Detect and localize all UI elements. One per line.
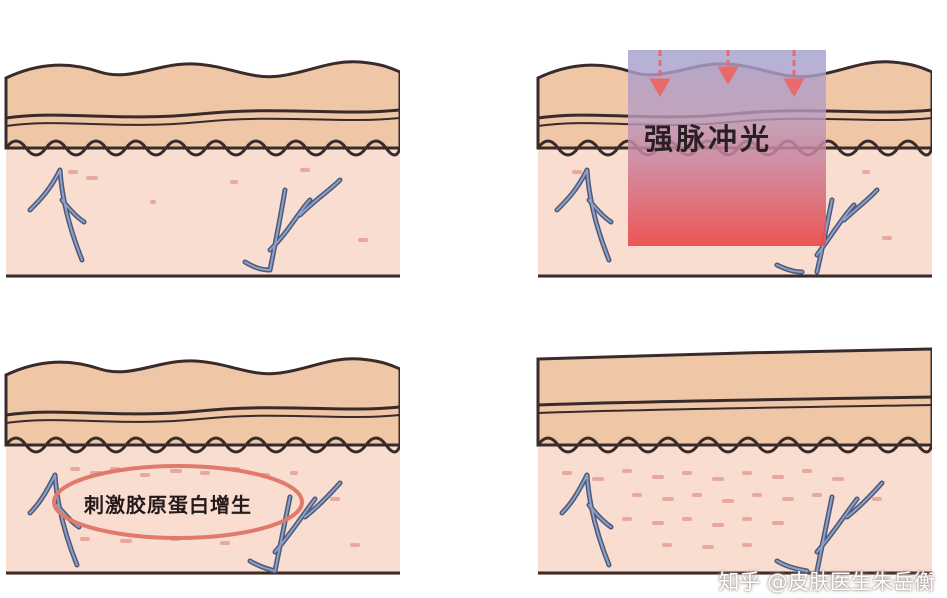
skin-panel-after (532, 347, 932, 577)
dermis-layer (538, 439, 932, 575)
arrow-down-icon (717, 66, 739, 86)
blood-vessel (27, 167, 87, 263)
collagen-dots (572, 170, 892, 240)
highlight-ellipse (52, 464, 304, 540)
epidermis-layer (536, 347, 932, 447)
skin-cross-section (4, 357, 400, 575)
skin-panel-collagen (0, 347, 400, 577)
skin-cross-section (536, 50, 932, 278)
collagen-dots (68, 168, 368, 242)
layer-line (5, 414, 400, 424)
arrow-down-icon (649, 78, 671, 98)
epidermis-layer (4, 357, 400, 447)
blood-vessel (554, 167, 614, 263)
skin-cross-section (536, 347, 932, 575)
blood-vessel (247, 480, 343, 574)
collagen-dots (562, 469, 882, 549)
arrow-down-icon (783, 78, 805, 98)
watermark: 知乎 @皮肤医生朱岳衡 (718, 570, 935, 594)
basal-membrane (4, 139, 400, 157)
layer-line (5, 108, 400, 120)
basal-membrane (536, 436, 932, 454)
skin-panel-before (0, 50, 400, 280)
skin-panel-ipl (532, 50, 932, 280)
layer-line (537, 404, 932, 414)
ipl-label: 强脉冲光 (644, 122, 773, 156)
layer-line (5, 405, 400, 417)
collagen-label: 刺激胶原蛋白增生 (84, 493, 252, 517)
layer-line (5, 117, 400, 127)
epidermis-layer (4, 60, 400, 150)
skin-cross-section (4, 60, 400, 278)
blood-vessel (559, 472, 614, 568)
blood-vessel (242, 177, 343, 273)
blood-vessel (774, 480, 885, 574)
layer-line (537, 395, 932, 407)
blood-vessel (27, 472, 82, 568)
light-arrows (649, 50, 805, 98)
basal-membrane (4, 436, 400, 454)
